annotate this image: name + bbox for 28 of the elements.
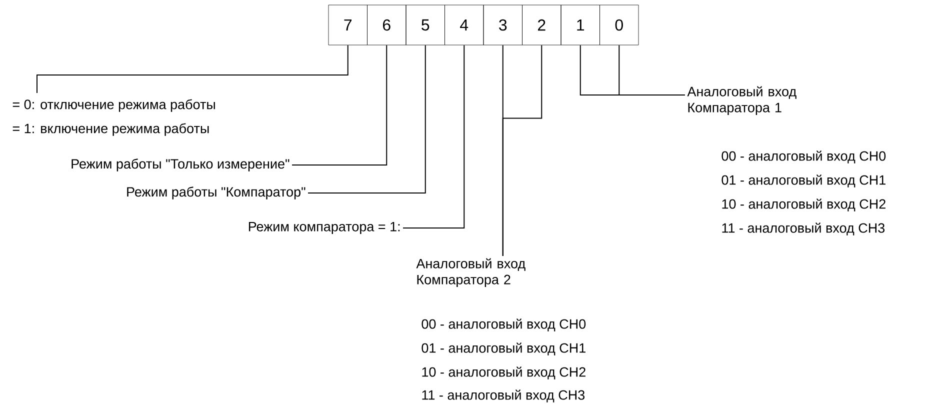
description-text: Режим компаратора = 1: bbox=[248, 222, 400, 234]
code-text: 00 - аналоговый вход CH0 bbox=[722, 150, 886, 164]
description-text: = 0: отключение режима работы = 1: включение режима работы bbox=[12, 99, 215, 136]
code-text: 01 - аналоговый вход CH1 bbox=[722, 174, 886, 188]
bit-cell: 1 bbox=[560, 4, 600, 46]
description-text: Режим работы "Только измерение" bbox=[72, 158, 290, 172]
bit-cell: 2 bbox=[522, 4, 562, 46]
leader-line bbox=[402, 44, 465, 228]
bit-cell: 7 bbox=[328, 4, 368, 46]
code-text: 11 - аналоговый вход CH3 bbox=[722, 222, 885, 236]
code-text: 00 - аналоговый вход CH0 bbox=[422, 318, 586, 332]
code-text: 01 - аналоговый вход CH1 bbox=[422, 342, 586, 356]
leader-line bbox=[36, 44, 348, 94]
code-text: 10 - аналоговый вход CH2 bbox=[422, 366, 586, 380]
leader-line bbox=[292, 44, 388, 166]
leader-line bbox=[308, 44, 426, 194]
bit-cell: 4 bbox=[444, 4, 484, 46]
bit-cell: 3 bbox=[483, 4, 522, 46]
bit-cell: 6 bbox=[367, 4, 406, 46]
code-text: 10 - аналоговый вход CH2 bbox=[722, 198, 886, 212]
leader-line bbox=[502, 44, 542, 256]
description-text: Аналоговый вход Компаратора 2 bbox=[416, 258, 526, 288]
bit-cell: 0 bbox=[600, 4, 639, 46]
leader-line bbox=[618, 44, 686, 96]
description-text: Режим работы "Компаратор" bbox=[127, 186, 306, 200]
description-text: Аналоговый вход Компаратора 1 bbox=[687, 86, 796, 116]
code-text: 11 - аналоговый вход CH3 bbox=[422, 390, 585, 402]
bit-cell: 5 bbox=[406, 4, 445, 46]
